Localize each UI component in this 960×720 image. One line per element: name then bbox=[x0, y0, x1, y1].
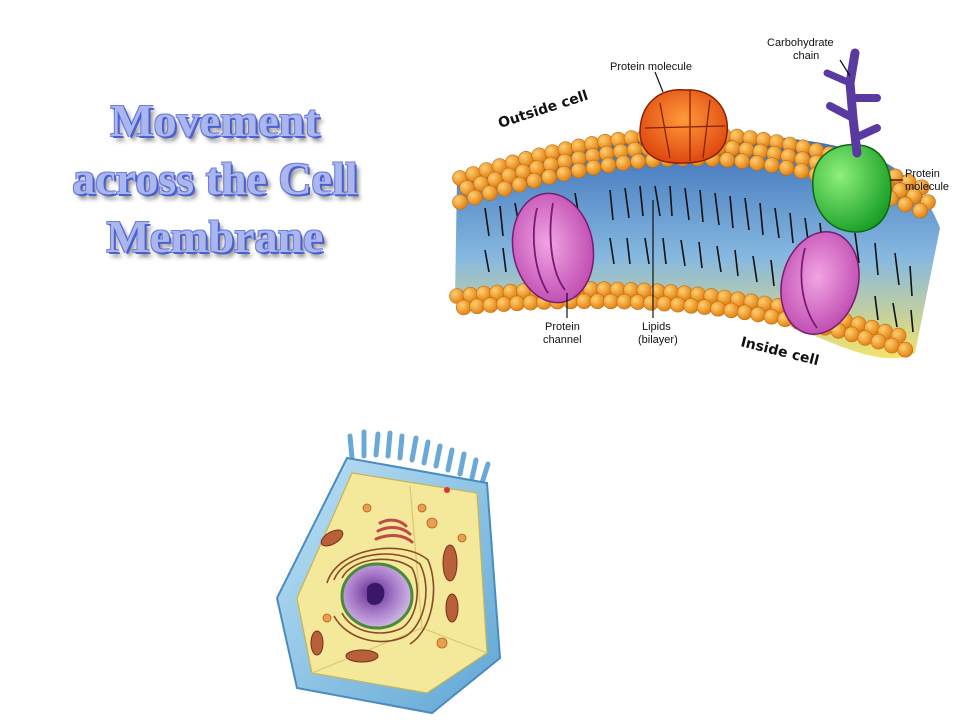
vesicles bbox=[322, 503, 467, 649]
golgi-apparatus bbox=[374, 518, 414, 544]
lipid-head bbox=[736, 304, 753, 321]
protein-molecule-top-label: Protein molecule bbox=[610, 61, 692, 73]
lipid-head bbox=[683, 297, 699, 314]
title-line-3: Membrane bbox=[106, 211, 324, 262]
lipid-head bbox=[912, 202, 929, 219]
lipid-head bbox=[589, 293, 606, 310]
lipid-head bbox=[763, 308, 780, 325]
slide-title: Movement across the Cell Membrane bbox=[30, 92, 400, 266]
lipid-head bbox=[734, 153, 750, 169]
lipid-head bbox=[495, 296, 512, 312]
lipid-head bbox=[719, 152, 736, 168]
carbohydrate-label-line1: Carbohydrate bbox=[767, 37, 834, 49]
lipid-head bbox=[616, 293, 633, 310]
lipid-head bbox=[750, 306, 766, 323]
lipid-head bbox=[670, 296, 686, 313]
lipid-head bbox=[466, 189, 483, 206]
protein-channel-right bbox=[780, 231, 860, 335]
lipids-label-line2: (bilayer) bbox=[638, 334, 678, 346]
protein-molecule-right-label-line2: molecule bbox=[905, 181, 949, 193]
lipid-head bbox=[541, 169, 557, 185]
lipid-head bbox=[723, 302, 740, 319]
lipid-head bbox=[522, 294, 539, 311]
lipid-head bbox=[629, 294, 646, 310]
lipid-head bbox=[576, 293, 592, 310]
inside-cell-label: Inside cell bbox=[739, 334, 821, 369]
protein-molecule-right-label-line1: Protein bbox=[905, 168, 940, 180]
lipid-head bbox=[870, 333, 887, 350]
lipid-head bbox=[857, 330, 874, 346]
lipid-head bbox=[481, 185, 498, 201]
lipid-head bbox=[710, 300, 726, 317]
lipid-head bbox=[496, 180, 513, 197]
lipid-head bbox=[897, 341, 914, 358]
lipid-head bbox=[793, 163, 810, 179]
lipid-head bbox=[884, 337, 900, 354]
lipid-head bbox=[571, 162, 587, 179]
lipid-heads bbox=[449, 126, 936, 358]
lipids-label-line1: Lipids bbox=[642, 321, 671, 333]
lipid-head bbox=[482, 297, 499, 313]
lipid-head bbox=[615, 155, 632, 171]
outside-cell-label: Outside cell bbox=[496, 88, 590, 132]
leader-lines bbox=[566, 59, 903, 318]
lipid-head bbox=[452, 194, 468, 210]
lipid-head bbox=[778, 160, 795, 176]
protein-channel-label-line1: Protein bbox=[545, 321, 580, 333]
title-line-1: Movement bbox=[110, 95, 320, 146]
lipid-head bbox=[763, 157, 780, 173]
protein-molecule-top bbox=[639, 89, 728, 164]
lipid-head bbox=[749, 155, 765, 171]
protein-channel-label-line2: channel bbox=[543, 334, 582, 346]
title-line-2: across the Cell bbox=[72, 153, 358, 204]
carbohydrate-chain bbox=[823, 48, 881, 158]
lipid-head bbox=[469, 298, 485, 315]
lipid-head bbox=[455, 299, 472, 316]
lipid-head bbox=[585, 159, 602, 176]
lipid-head bbox=[643, 294, 659, 311]
lipid-head bbox=[526, 172, 542, 189]
lipid-head bbox=[696, 299, 713, 315]
mitochondria bbox=[310, 529, 459, 663]
microvilli bbox=[347, 429, 491, 486]
lipid-head bbox=[603, 293, 619, 310]
endoplasmic-reticulum bbox=[326, 547, 435, 645]
lipid-head bbox=[511, 176, 528, 193]
lipid-head bbox=[509, 295, 525, 312]
carbohydrate-label-line2: chain bbox=[793, 50, 819, 62]
lipid-head bbox=[529, 160, 545, 176]
cell-illustration bbox=[275, 429, 502, 715]
lipid-head bbox=[556, 165, 572, 182]
cell-membrane-diagram: Outside cell Protein molecule Carbohydra… bbox=[449, 37, 949, 369]
protein-channel-left bbox=[511, 192, 595, 304]
protein-molecule-right bbox=[812, 143, 892, 233]
lipid-head bbox=[656, 295, 673, 312]
lipid-head bbox=[600, 157, 617, 173]
lipid-head bbox=[630, 153, 646, 170]
lipid-head bbox=[897, 196, 914, 213]
lipid-head bbox=[843, 326, 860, 343]
